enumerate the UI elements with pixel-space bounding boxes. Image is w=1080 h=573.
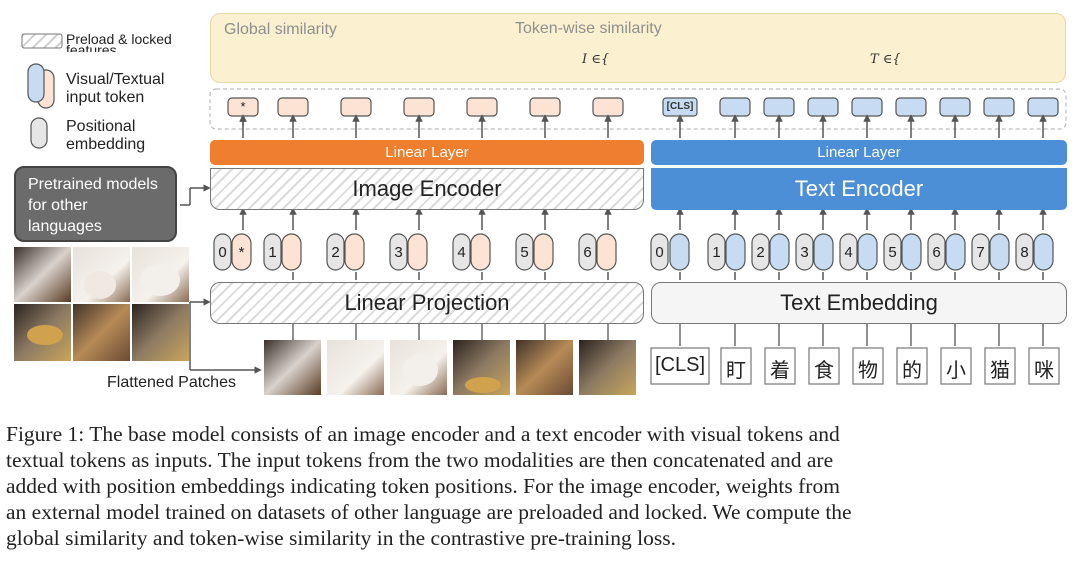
text-token-box (720, 347, 752, 385)
image-output-token (529, 97, 561, 117)
text-pos-id: 4 (844, 244, 853, 261)
text-linear-layer: Linear Layer (651, 140, 1067, 165)
text-output-token (851, 97, 883, 117)
text-token-box (984, 347, 1016, 385)
legend-positional-icon (30, 117, 48, 149)
figure-caption: Figure 1: The base model consists of an … (6, 421, 1076, 551)
pretrained-models-box: Pretrained models for other languages (14, 166, 177, 242)
image-pos-id: 2 (331, 244, 340, 261)
text-token-box (1028, 347, 1060, 385)
patch-1 (264, 340, 321, 395)
text-token-label: 盯 (726, 360, 746, 382)
text-token-label: 食 (814, 360, 834, 382)
text-token-box-cls (650, 347, 710, 385)
text-internal-arrows (676, 207, 1047, 280)
image-output-tokens (227, 97, 624, 126)
image-pos-id: 4 (457, 244, 466, 261)
text-token-label: [CLS] (654, 354, 706, 376)
image-pos-id: 0 (218, 244, 227, 261)
text-pos-id: 2 (756, 244, 765, 261)
image-pos-id: 6 (583, 244, 592, 261)
model-diagram (14, 33, 1067, 395)
legend-token-icon (27, 63, 55, 109)
text-token-label: 咪 (1034, 360, 1054, 382)
text-pos-id: 1 (712, 244, 721, 261)
output-token-region (209, 88, 1067, 130)
text-output-token (719, 97, 751, 117)
image-internal-arrows (239, 207, 612, 280)
text-pos-id: 7 (976, 244, 985, 261)
text-token-label: 的 (902, 360, 922, 382)
legend-token-label: Visual/Textual input token (66, 71, 165, 106)
text-token-box (852, 347, 884, 385)
patch-6 (579, 340, 636, 395)
text-embedding: Text Embedding (651, 282, 1067, 324)
text-pos-id: 8 (1020, 244, 1029, 261)
image-output-marker: * (240, 99, 246, 114)
image-output-token (466, 97, 498, 117)
text-output-token (1027, 97, 1059, 117)
source-image-grid (14, 247, 189, 361)
text-output-token (939, 97, 971, 117)
image-pos-id: 1 (268, 244, 277, 261)
image-class-marker: * (238, 244, 245, 261)
image-grid-arrow (189, 298, 262, 374)
image-pos-id: 5 (520, 244, 529, 261)
text-output-arrows (676, 114, 1047, 138)
image-output-token (592, 97, 624, 117)
image-output-token (340, 97, 372, 117)
flattened-patches-label: Flattened Patches (107, 374, 236, 391)
text-position-token-pairs (650, 233, 1054, 271)
flattened-patches (264, 340, 636, 395)
text-pos-id: 0 (655, 244, 664, 261)
image-output-arrows (239, 114, 612, 138)
global-similarity-title: Global similarity (224, 21, 337, 38)
text-token-box (808, 347, 840, 385)
patch-5 (516, 340, 573, 395)
text-output-token (807, 97, 839, 117)
text-token-box (896, 347, 928, 385)
text-sum-subscript: T ∈{ (870, 52, 901, 67)
caption-line: added with position embeddings indicatin… (6, 474, 840, 498)
tokenwise-similarity-title: Token-wise similarity (515, 20, 662, 37)
caption-line: Figure 1: The base model consists of an … (6, 422, 840, 446)
legend-positional-label: Positional embedding (66, 118, 146, 153)
caption-line: an external model trained on datasets of… (6, 500, 852, 524)
text-token-box (764, 347, 796, 385)
text-token-boxes (650, 347, 1060, 385)
image-encoder: Image Encoder (210, 168, 644, 210)
text-output-token (895, 97, 927, 117)
text-token-label: 着 (770, 360, 790, 382)
text-token-box (940, 347, 972, 385)
similarity-panel (210, 13, 1066, 83)
text-pos-id: 5 (888, 244, 897, 261)
legend-preload-icon (21, 33, 63, 49)
caption-line: global similarity and token-wise similar… (6, 526, 676, 550)
image-linear-projection: Linear Projection (210, 282, 644, 324)
text-output-token (763, 97, 795, 117)
image-linear-layer: Linear Layer (210, 140, 644, 165)
text-pos-id: 6 (932, 244, 941, 261)
text-encoder: Text Encoder (651, 168, 1067, 210)
image-sum-subscript: I ∈{ (582, 52, 610, 67)
pretrained-arrow (180, 184, 211, 206)
text-output-token (983, 97, 1015, 117)
image-output-token (403, 97, 435, 117)
image-position-token-pairs (213, 233, 617, 271)
caption-line: textual tokens as inputs. The input toke… (6, 448, 834, 472)
text-token-label: 猫 (990, 360, 1010, 382)
patch-2 (327, 340, 384, 395)
text-token-label: 物 (858, 360, 878, 382)
image-output-token (277, 97, 309, 117)
legend-preload-label: Preload & locked features (66, 34, 172, 52)
text-output-cls-label: [CLS] (666, 101, 694, 112)
text-output-tokens (662, 97, 1059, 117)
text-token-label: 小 (946, 360, 966, 382)
image-pos-id: 3 (394, 244, 403, 261)
input-connector-lines (292, 324, 1044, 346)
text-pos-id: 3 (800, 244, 809, 261)
